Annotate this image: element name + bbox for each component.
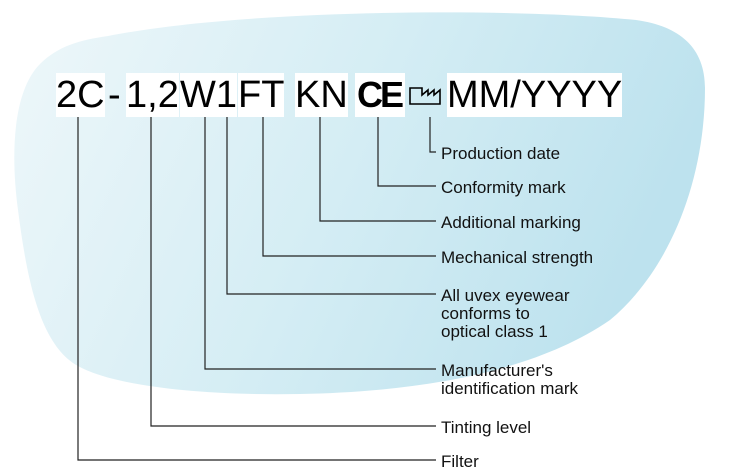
leader-lines [77,117,436,461]
label-additional-marking: Additional marking [441,213,581,232]
marking-mechanical-strength: FT [238,73,285,117]
label-optical-class-line2: conforms to [441,304,530,323]
leader-line-conformity-mark [377,117,436,187]
label-optical-class-line1: All uvex eyewear [441,286,570,305]
leader-line-additional-marking [319,117,436,222]
marking-additional: KN [295,73,348,117]
factory-icon [409,87,441,105]
leader-line-mechanical-strength [262,117,436,257]
label-manufacturer-line2: identification mark [441,379,579,398]
leader-line-filter [77,117,436,461]
ce-mark-icon: CE [355,73,405,117]
marking-filter: 2C [56,73,105,117]
leader-line-manufacturer [204,117,436,370]
leader-line-production-date [429,117,436,153]
label-manufacturer-line1: Manufacturer's [441,361,553,380]
marking-separator: - [108,74,121,116]
leader-line-optical-class [226,117,436,295]
marking-tinting-level: 1,2 [126,73,179,117]
lens-shape [14,12,705,395]
label-mechanical-strength: Mechanical strength [441,248,594,267]
leader-line-tinting-level [150,117,436,427]
label-conformity-mark: Conformity mark [441,178,566,197]
marking-production-date: MM/YYYY [447,73,623,117]
label-optical-class-line3: optical class 1 [441,322,548,341]
label-production-date: Production date [441,144,561,163]
marking-manufacturer: W1 [180,73,237,117]
label-tinting-level: Tinting level [441,418,532,437]
label-filter: Filter [441,452,479,471]
